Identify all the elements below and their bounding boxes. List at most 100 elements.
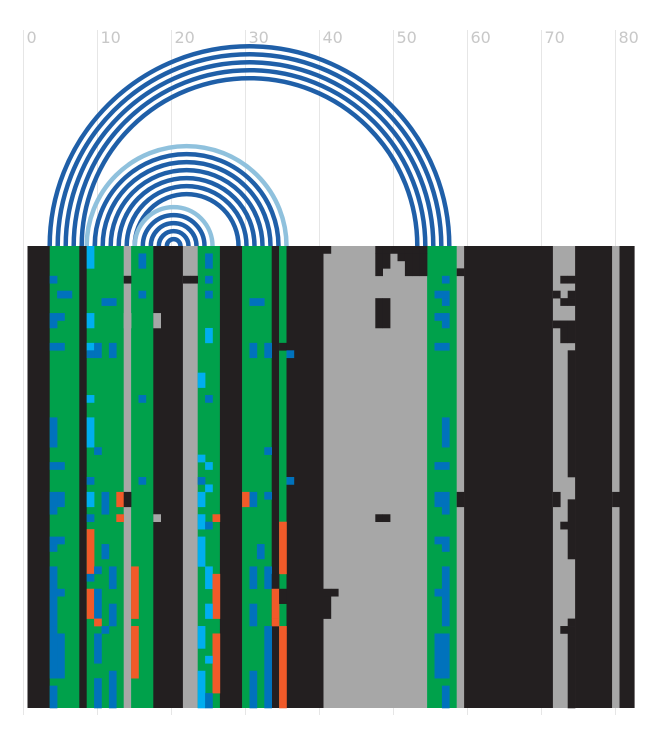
- heatmap-cell-119: [101, 626, 110, 634]
- heatmap-cell-142: [441, 685, 450, 709]
- heatmap-cell-160: [375, 514, 383, 523]
- arc-0-1: [55, 52, 444, 247]
- arc-0-3: [71, 67, 428, 247]
- heatmap-cell-144: [375, 246, 383, 254]
- heatmap-cell-100: [264, 566, 272, 590]
- arc-2-0: [132, 204, 215, 247]
- heatmap-cell-166: [567, 275, 576, 284]
- heatmap-column-2: [79, 246, 87, 708]
- heatmap-cell-23: [123, 313, 132, 329]
- heatmap-cell-114: [249, 603, 258, 627]
- heatmap-cell-172: [560, 320, 568, 329]
- heatmap-cell-46: [441, 417, 450, 448]
- heatmap-cell-45: [86, 417, 95, 448]
- x-tick-label-40: 40: [323, 28, 343, 47]
- heatmap-cell-16: [108, 298, 117, 306]
- heatmap-column-11: [271, 246, 280, 708]
- heatmap-cell-162: [323, 588, 332, 597]
- heatmap-cell-3: [49, 275, 58, 284]
- heatmap-cell-165: [560, 275, 568, 284]
- heatmap-cell-59: [205, 484, 213, 493]
- arc-2-1: [140, 212, 207, 247]
- heatmap-cell-178: [567, 626, 576, 709]
- heatmap-cell-105: [86, 588, 95, 619]
- heatmap-cell-4: [123, 275, 132, 284]
- heatmap-column-0: [27, 246, 50, 708]
- heatmap-cell-25: [434, 313, 443, 321]
- heatmap-cell-14: [441, 290, 450, 299]
- heatmap-cell-135: [205, 655, 213, 664]
- heatmap-cell-48: [264, 447, 272, 455]
- heatmap-cell-72: [456, 491, 465, 508]
- x-tick-label-30: 30: [249, 28, 269, 47]
- heatmap-cell-145: [382, 246, 391, 254]
- heatmap-cell-12: [205, 290, 213, 299]
- heatmap-cell-163: [330, 588, 339, 597]
- heatmap-cell-133: [434, 633, 443, 679]
- heatmap-cell-2: [205, 253, 213, 269]
- x-tick-label-60: 60: [471, 28, 491, 47]
- heatmap-cell-24: [153, 313, 161, 329]
- heatmap-cell-179: [552, 491, 561, 508]
- heatmap-cell-126: [57, 633, 65, 679]
- heatmap-column-21: [619, 246, 635, 708]
- heatmap-cell-32: [108, 342, 117, 359]
- heatmap-cell-64: [116, 491, 124, 508]
- heatmap-cell-29: [57, 342, 65, 351]
- heatmap-cell-75: [86, 514, 95, 523]
- x-tick-label-10: 10: [101, 28, 121, 47]
- heatmap-cell-36: [434, 342, 443, 351]
- heatmap-cell-55: [86, 477, 95, 485]
- heatmap-cell-21: [57, 313, 65, 321]
- arc-0-2: [63, 59, 436, 247]
- arc-1-4: [116, 175, 257, 247]
- heatmap-cell-56: [138, 477, 147, 485]
- x-tick-label-20: 20: [175, 28, 195, 47]
- heatmap-column-9: [219, 246, 243, 708]
- x-tick-label-50: 50: [397, 28, 417, 47]
- heatmap-cell-37: [441, 342, 450, 351]
- heatmap-cell-124: [560, 626, 568, 634]
- heatmap-cell-84: [86, 529, 95, 575]
- x-tick-label-70: 70: [545, 28, 565, 47]
- heatmap-cell-52: [205, 462, 213, 470]
- heatmap-cell-158: [375, 298, 383, 329]
- heatmap-cell-117: [271, 618, 280, 627]
- heatmap-cell-148: [404, 246, 413, 254]
- heatmap-cell-147: [397, 246, 406, 254]
- heatmap-cell-65: [123, 491, 132, 508]
- heatmap-cell-146: [390, 246, 398, 254]
- heatmap-cell-83: [57, 536, 65, 545]
- heatmap-cell-136: [108, 670, 117, 709]
- heatmap-cell-27: [205, 327, 213, 344]
- heatmap-cell-44: [49, 417, 58, 448]
- heatmap-cell-28: [49, 342, 58, 351]
- heatmap-cell-42: [138, 395, 147, 403]
- heatmap-cell-93: [86, 573, 95, 582]
- heatmap-cell-79: [205, 521, 213, 530]
- heatmap-cell-116: [94, 618, 102, 627]
- heatmap-cell-10: [64, 290, 73, 299]
- heatmap-cell-175: [567, 350, 576, 478]
- heatmap-cell-66: [197, 491, 206, 508]
- heatmap-cell-111: [49, 596, 58, 627]
- heatmap-cell-22: [86, 313, 95, 329]
- heatmap-cell-67: [242, 491, 250, 508]
- heatmap-cell-127: [94, 633, 102, 664]
- heatmap-cell-118: [49, 626, 58, 634]
- heatmap-cell-81: [560, 521, 568, 530]
- heatmap-cell-164: [323, 596, 332, 619]
- heatmap-cell-77: [197, 514, 206, 530]
- heatmap-cell-171: [552, 320, 561, 329]
- heatmap-cell-80: [279, 521, 287, 530]
- heatmap-cell-88: [441, 536, 450, 552]
- heatmap-columns: [27, 246, 635, 708]
- heatmap-cell-70: [434, 491, 443, 508]
- heatmap-cell-130: [212, 633, 221, 694]
- heatmap-cell-173: [560, 327, 568, 344]
- arc-1-1: [92, 151, 281, 247]
- heatmap-cells: [49, 246, 620, 709]
- heatmap-cell-43: [205, 395, 213, 403]
- heatmap-cell-120: [131, 626, 139, 634]
